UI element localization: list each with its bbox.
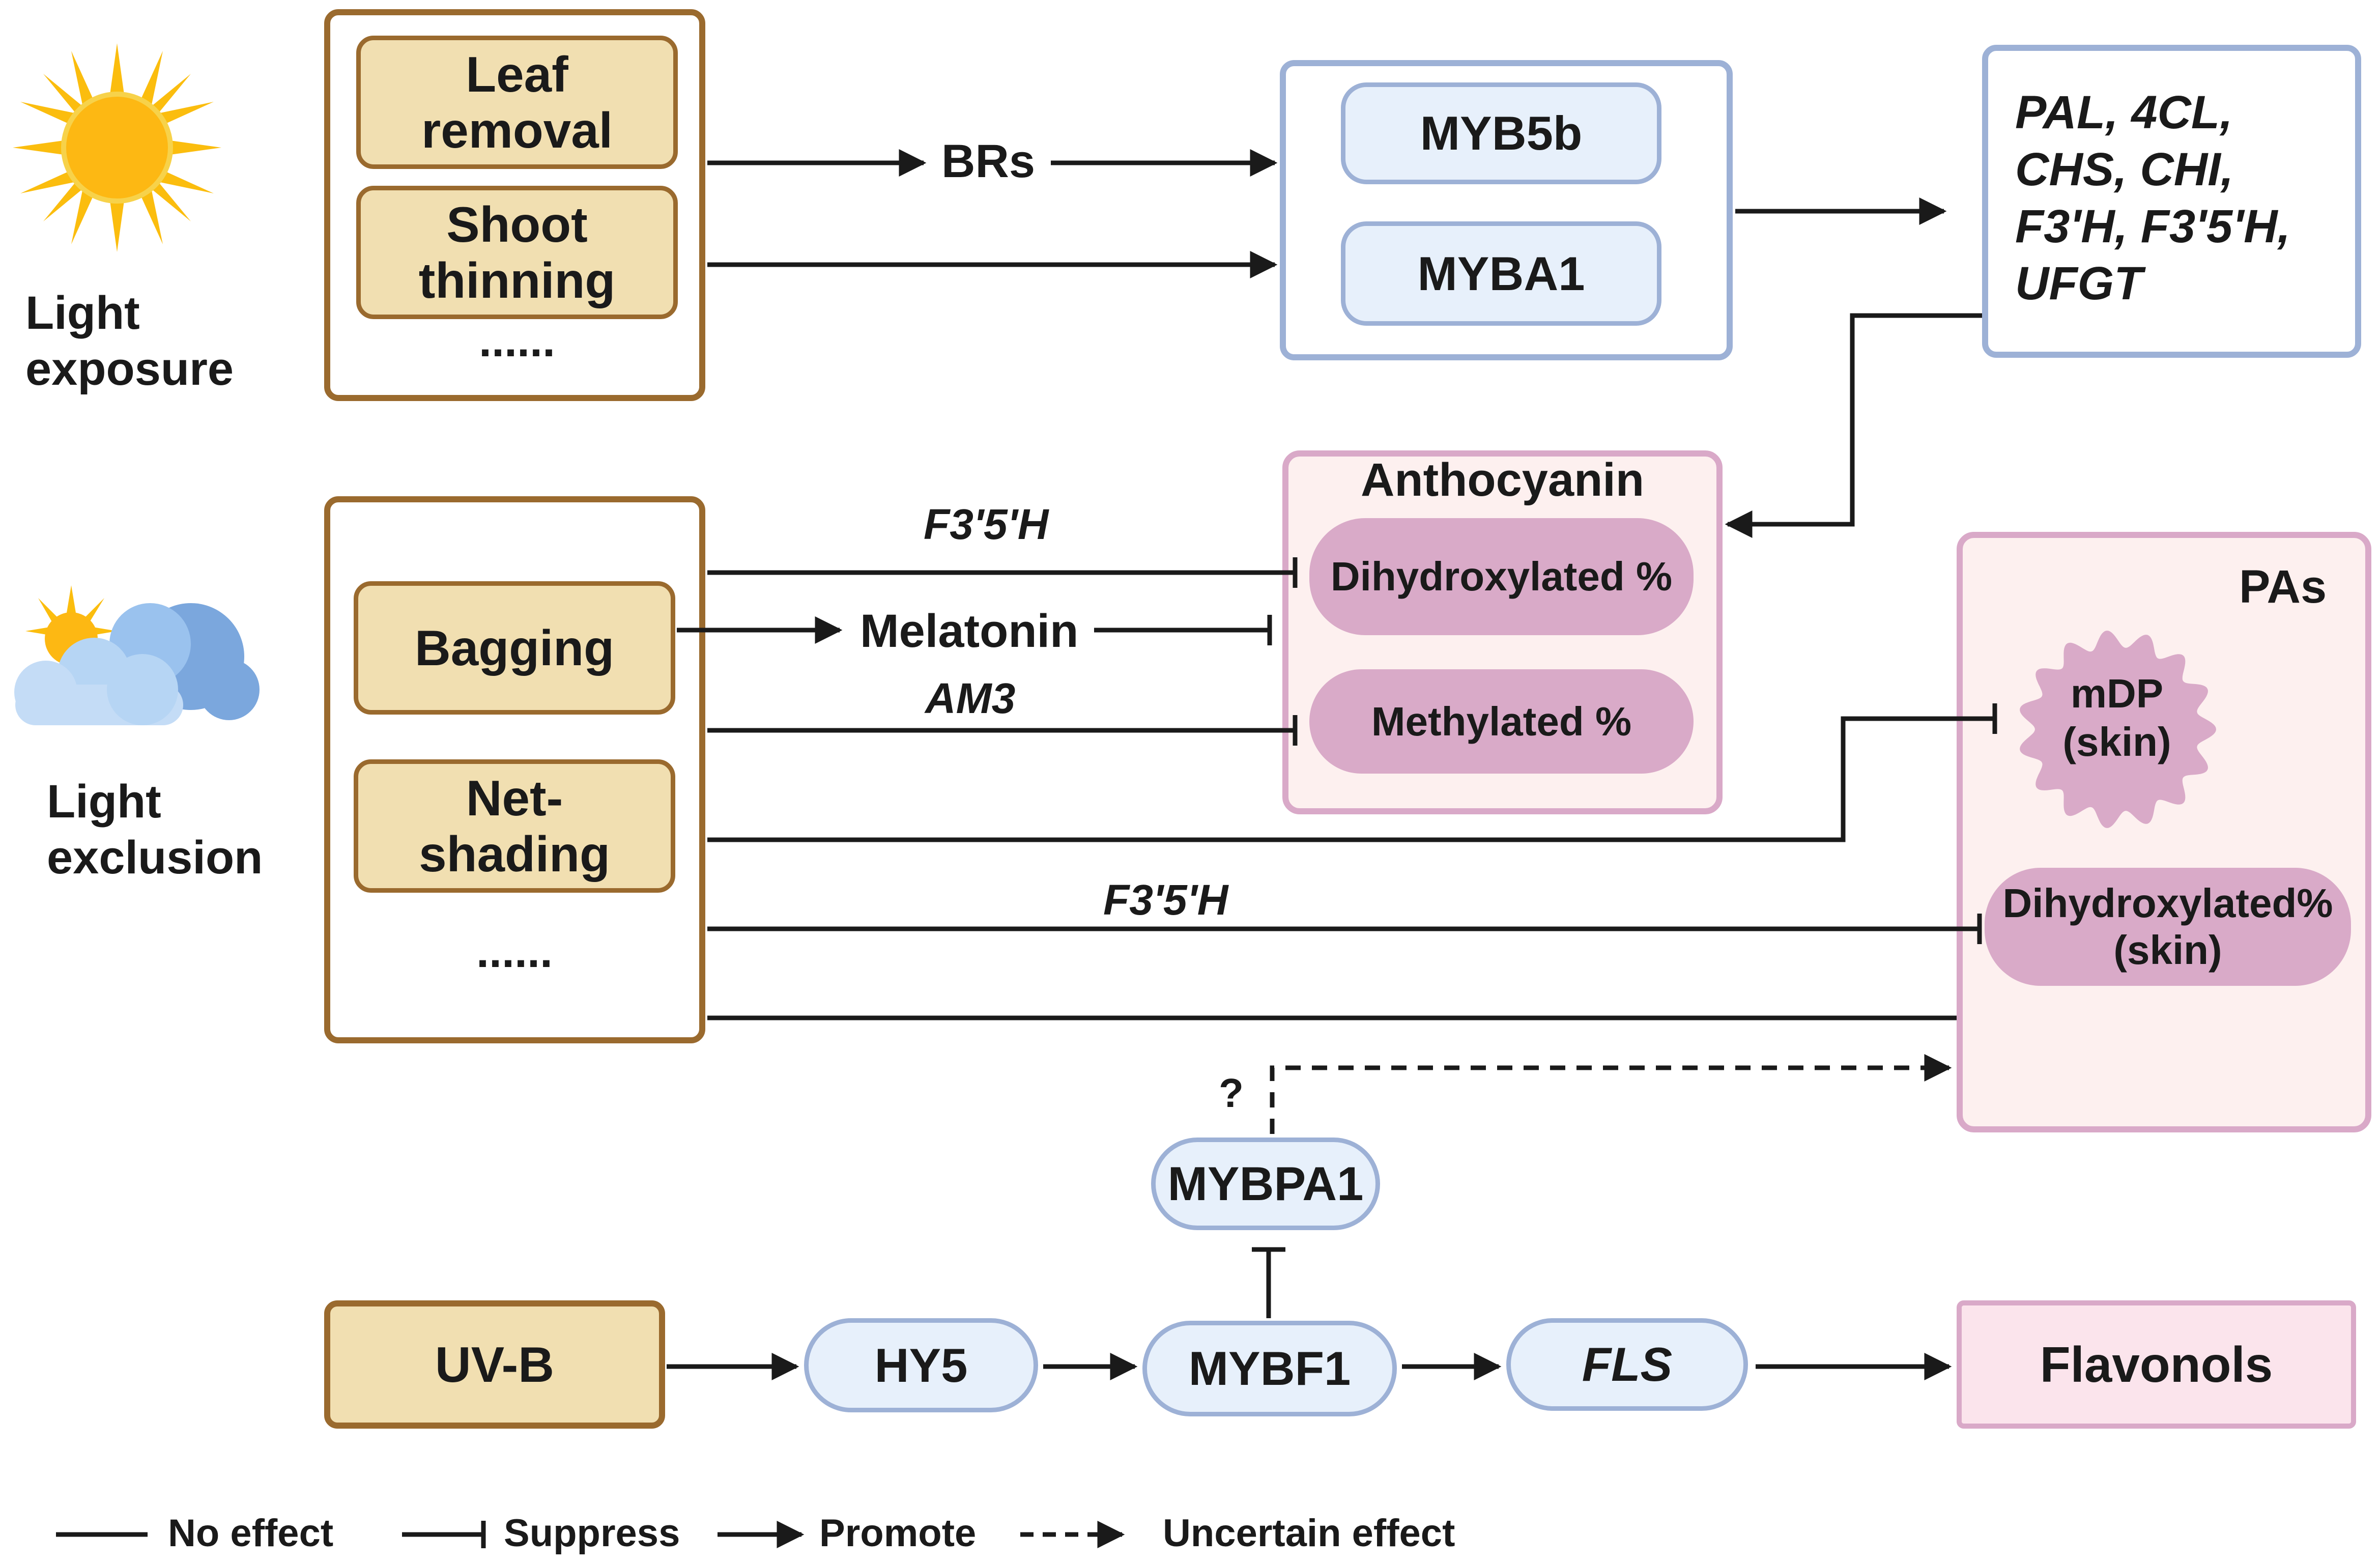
anthocyanin-dihydroxylated-node: Dihydroxylated %: [1309, 518, 1694, 635]
arrow-genes-to-anthocyanin: [1725, 313, 1982, 538]
uncertain-question-mark: ?: [1219, 1070, 1244, 1116]
structural-genes-box: [1982, 45, 2361, 358]
pas-dihydroxylated-node: Dihydroxylated% (skin): [1985, 868, 2351, 986]
uvb-box: UV-B: [324, 1300, 665, 1429]
f35h-edge-label-pas: F3'5'H: [1103, 876, 1228, 924]
legend-uncertain-label: Uncertain effect: [1163, 1512, 1455, 1555]
pas-box: [1957, 532, 2371, 1132]
sun-icon: [13, 43, 221, 252]
cloudy-sun-icon: [14, 585, 260, 725]
myba1-node: MYBA1: [1341, 221, 1661, 326]
am3-edge-label: AM3: [925, 674, 1016, 722]
mdp-label: mDP (skin): [2062, 671, 2171, 764]
f35h-edge-label-anthocyanin: F3'5'H: [924, 500, 1049, 548]
net-shading-box: Net- shading: [354, 759, 675, 893]
leaf-removal-box: Leaf removal: [356, 36, 678, 169]
legend-no-effect-label: No effect: [168, 1512, 334, 1555]
fls-node: FLS: [1506, 1318, 1748, 1411]
mybpa1-node: MYBPA1: [1151, 1138, 1380, 1230]
anthocyanin-title: Anthocyanin: [1360, 454, 1645, 506]
melatonin-label: Melatonin: [860, 605, 1079, 657]
legend-suppress-label: Suppress: [504, 1512, 680, 1555]
mybf1-node: MYBF1: [1142, 1321, 1397, 1416]
structural-genes-list: PAL, 4CL, CHS, CHI, F3'H, F3'5'H, UFGT: [2015, 87, 2291, 309]
legend-promote-label: Promote: [819, 1512, 977, 1555]
shoot-thinning-box: Shoot thinning: [356, 186, 678, 319]
anthocyanin-methylated-node: Methylated %: [1309, 669, 1694, 774]
mdp-badge-icon: [2020, 631, 2216, 828]
flavonols-box: Flavonols: [1957, 1300, 2356, 1429]
light-exclusion-label: Light exclusion: [47, 776, 263, 884]
bagging-box: Bagging: [354, 581, 675, 715]
suppress-exclusion-to-mdp: [707, 716, 1995, 842]
light-exposure-label: Light exposure: [25, 287, 234, 395]
uncertain-mybpa1-to-pas: [1270, 1054, 1952, 1134]
myb5b-node: MYB5b: [1341, 82, 1661, 184]
hy5-node: HY5: [804, 1318, 1038, 1412]
brs-label: BRs: [941, 135, 1036, 187]
pas-title: PAs: [2239, 561, 2327, 613]
